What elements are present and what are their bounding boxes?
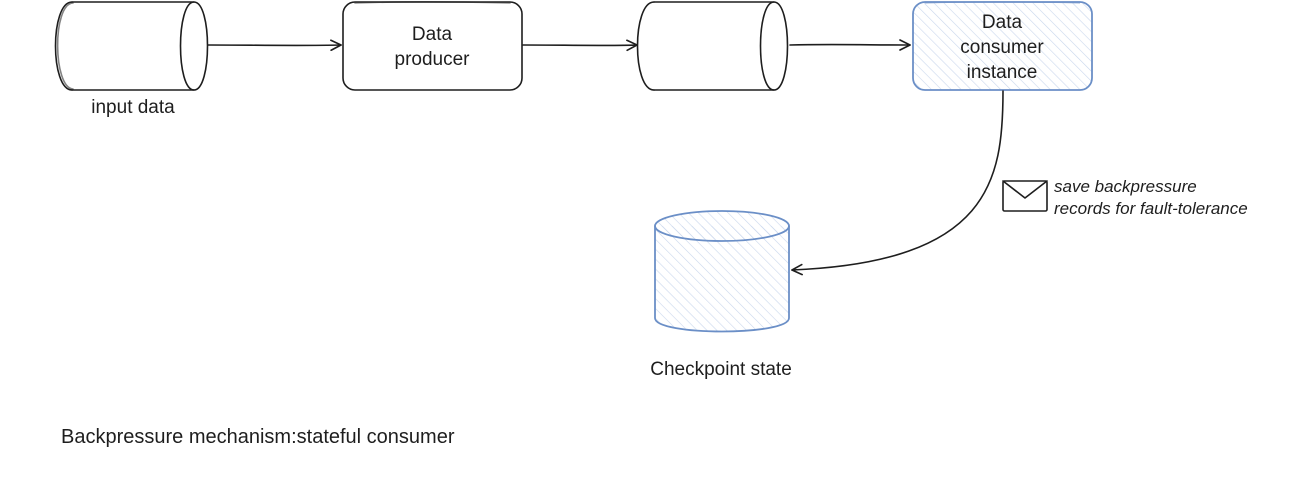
edge-consumer-to-checkpoint (791, 90, 1004, 276)
data-producer-box (342, 1, 523, 91)
envelope-icon (1002, 180, 1048, 212)
data-producer-label-line1: Data (412, 24, 453, 45)
checkpoint-state-store (654, 210, 790, 333)
data-consumer-label-line2: consumer (960, 37, 1044, 58)
data-consumer-label-line1: Data (982, 12, 1023, 33)
queue-store (636, 1, 789, 91)
save-edge-label-line1: save backpressure (1054, 177, 1197, 196)
checkpoint-state-label: Checkpoint state (650, 359, 792, 380)
data-consumer-label-line3: instance (967, 62, 1038, 83)
data-producer-label-line2: producer (395, 49, 471, 70)
diagram-caption: Backpressure mechanism:stateful consumer (61, 426, 455, 448)
data-consumer-box (912, 1, 1093, 91)
save-edge-label-line2: records for fault-tolerance (1054, 199, 1248, 218)
input-data-label: input data (91, 97, 175, 118)
input-data-store (54, 1, 209, 91)
